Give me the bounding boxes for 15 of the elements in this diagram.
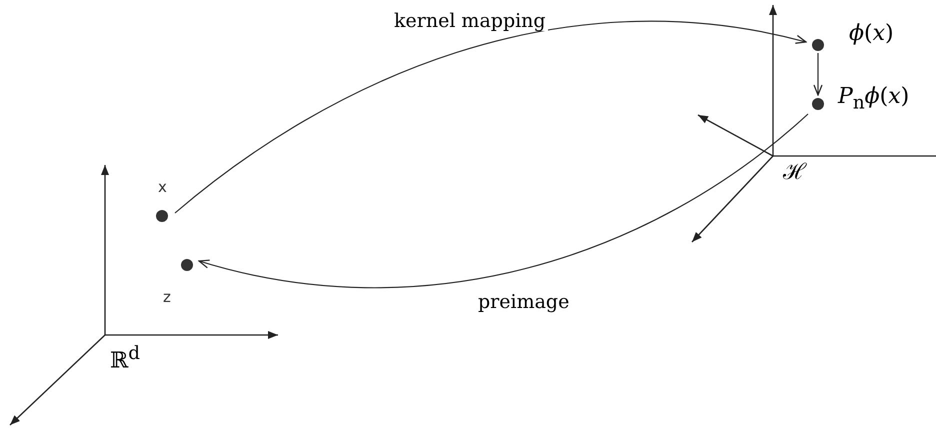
edge-label: kernel mapping	[392, 12, 548, 31]
edge-label: preimage	[476, 293, 572, 312]
arrow	[174, 21, 807, 214]
arrow	[198, 114, 808, 288]
space-label: ℝ$^{d}$	[110, 345, 140, 372]
arrow	[813, 53, 823, 96]
point-label: x	[158, 180, 167, 195]
point-label: ϕ(x)	[849, 23, 894, 45]
point-dot	[812, 98, 824, 110]
space-label: ℋ	[783, 162, 806, 184]
point-label: P$_{n}$ϕ(x)	[838, 86, 910, 113]
point-dot	[181, 259, 193, 271]
point-label: z	[163, 290, 171, 305]
point-dot	[156, 210, 168, 222]
point-dot	[812, 39, 824, 51]
